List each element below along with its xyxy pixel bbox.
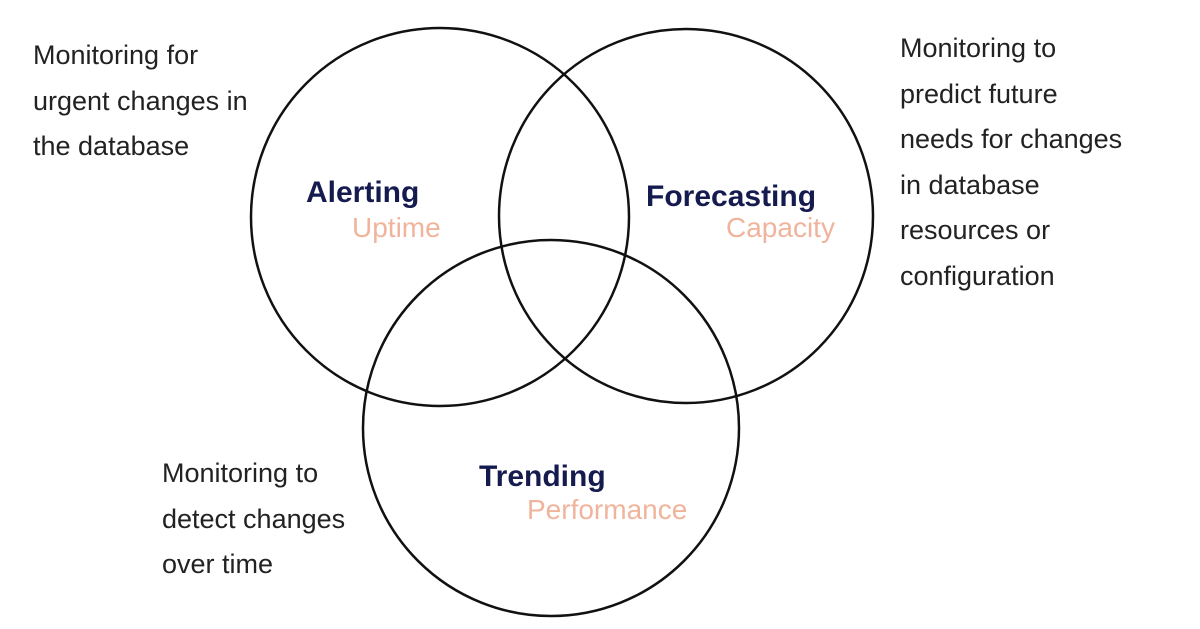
- desc-line: predict future: [900, 78, 1058, 109]
- alerting-circle: [249, 26, 631, 408]
- forecasting-subtitle: Capacity: [726, 212, 835, 243]
- trending-title: Trending: [479, 460, 606, 493]
- desc-line: configuration: [900, 260, 1055, 291]
- desc-line: the database: [33, 131, 190, 161]
- desc-line: Monitoring to: [162, 458, 319, 488]
- alerting-subtitle: Uptime: [352, 212, 441, 243]
- trending-subtitle: Performance: [527, 494, 688, 525]
- trending-description: Monitoring to detect changes over time: [162, 451, 345, 588]
- forecasting-description: Monitoring to predict future needs for c…: [900, 26, 1122, 299]
- desc-line: over time: [162, 549, 274, 579]
- desc-line: resources or: [900, 215, 1051, 245]
- desc-line: Monitoring for: [33, 40, 199, 70]
- desc-line: needs for changes: [900, 124, 1123, 154]
- trending-circle: [361, 238, 741, 618]
- desc-line: detect changes: [162, 503, 346, 534]
- desc-line: in database: [900, 169, 1040, 200]
- alerting-title: Alerting: [306, 176, 420, 209]
- forecasting-circle: [497, 27, 875, 405]
- desc-line: Monitoring to: [900, 33, 1057, 63]
- forecasting-title: Forecasting: [646, 180, 817, 213]
- alerting-description: Monitoring for urgent changes in the dat…: [33, 33, 248, 170]
- desc-line: urgent changes in: [33, 85, 248, 116]
